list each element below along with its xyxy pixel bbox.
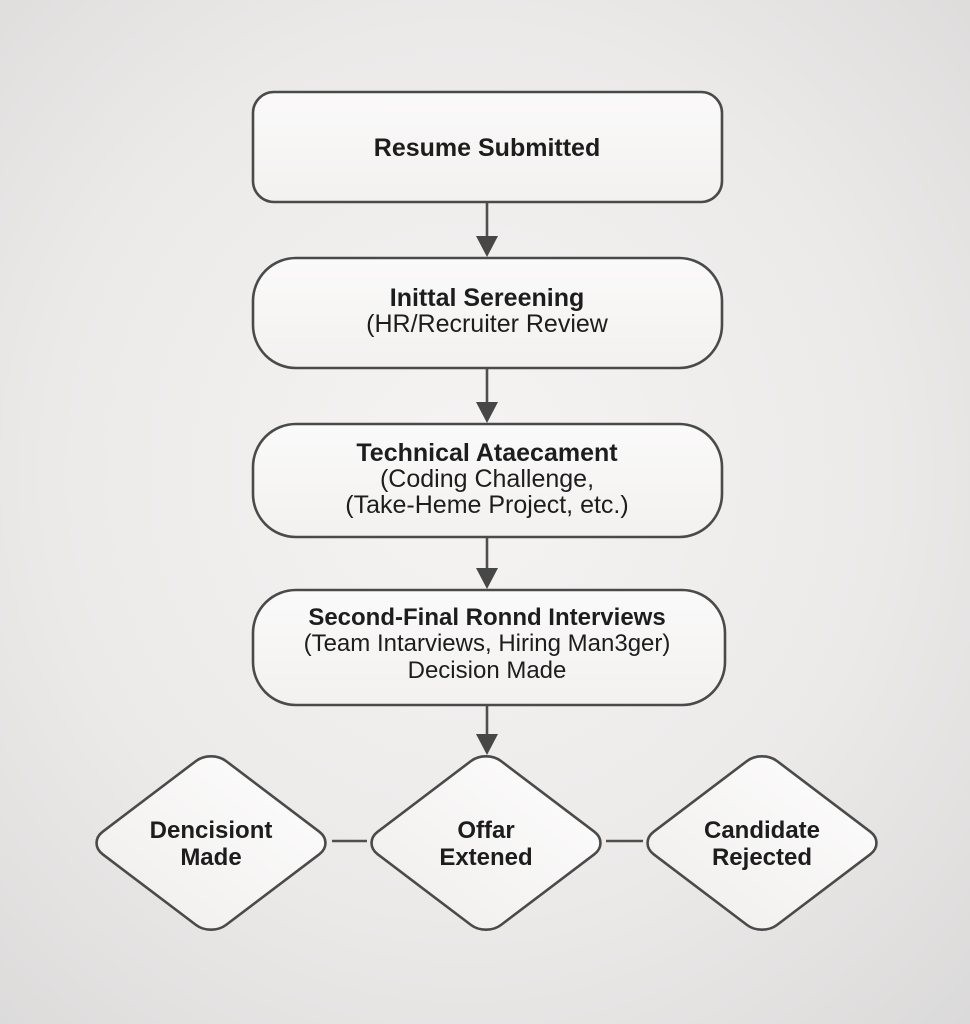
node-label: Extened (439, 844, 532, 871)
arrow-down-icon (476, 568, 498, 589)
node-label: Made (180, 844, 241, 871)
connector-screening-to-technical (476, 369, 498, 423)
node-label: Offar (457, 817, 514, 844)
node-sublabel: Decision Made (408, 657, 567, 684)
connector-technical-to-final (476, 538, 498, 589)
node-decision-made: Dencisiont Made (88, 750, 334, 937)
arrow-down-icon (476, 236, 498, 257)
node-candidate-rejected: Candidate Rejected (639, 750, 885, 937)
node-sublabel: (Coding Challenge, (380, 465, 594, 493)
node-label: Inittal Sereening (390, 284, 584, 312)
node-label: Candidate (704, 817, 820, 844)
node-label: Dencisiont (150, 817, 273, 844)
node-label: Resume Submitted (374, 134, 600, 162)
connector-resume-to-screening (476, 203, 498, 257)
node-sublabel: (Team Intarviews, Hiring Man3ger) (304, 630, 671, 657)
node-offer-extended: Offar Extened (363, 750, 609, 937)
node-label: Technical Ataecament (356, 439, 618, 467)
node-final-round-interviews: Second-Final Ronnd Interviews (Team Inta… (251, 588, 727, 707)
arrow-down-icon (476, 734, 498, 755)
node-sublabel: (HR/Recruiter Review (366, 310, 609, 338)
node-initial-screening: Inittal Sereening (HR/Recruiter Review (251, 256, 724, 370)
node-label: Second-Final Ronnd Interviews (308, 604, 665, 631)
node-resume-submitted: Resume Submitted (251, 90, 724, 204)
connector-final-to-offer (476, 706, 498, 755)
node-label: Rejected (712, 844, 812, 871)
node-sublabel: (Take-Heme Project, etc.) (345, 491, 628, 519)
arrow-down-icon (476, 402, 498, 423)
node-technical-assessment: Technical Ataecament (Coding Challenge, … (251, 422, 724, 539)
